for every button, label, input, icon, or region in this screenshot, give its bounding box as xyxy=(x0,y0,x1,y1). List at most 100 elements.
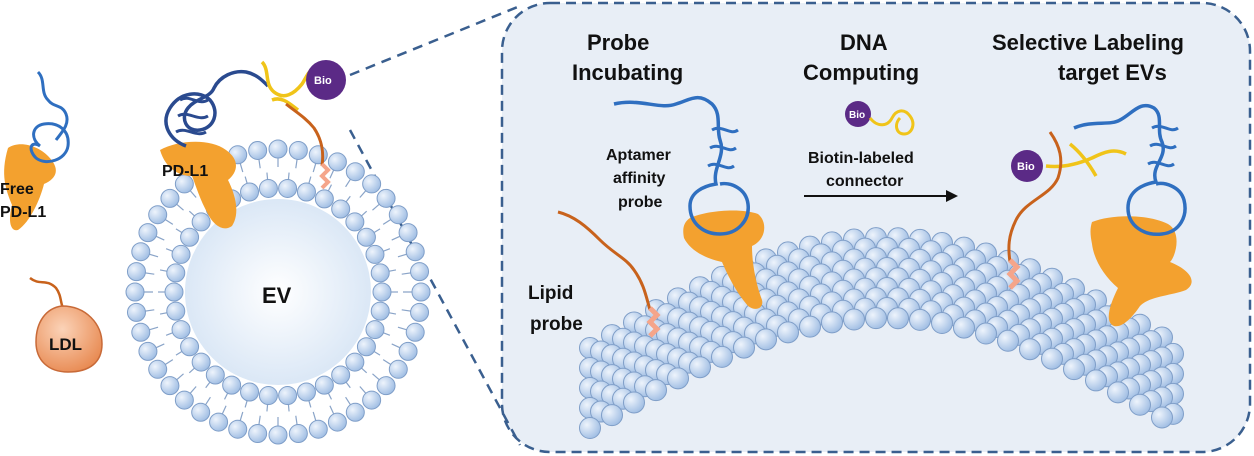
lipid-head xyxy=(131,242,151,262)
lipid-head xyxy=(345,352,365,372)
lipid-head xyxy=(398,223,418,243)
labeled-aptamer xyxy=(1073,103,1187,236)
labeled-lipid-anchor xyxy=(1006,258,1021,290)
lipid-head xyxy=(356,227,376,247)
lipid-head xyxy=(388,205,408,225)
connector-strand xyxy=(868,109,915,136)
step3-title-line2: target EVs xyxy=(1058,60,1167,85)
patch-lipid-head xyxy=(601,404,623,427)
lipid-probe-anchor xyxy=(646,306,661,338)
connector-label-line2: connector xyxy=(826,173,903,190)
aptamer-label-line1: Aptamer xyxy=(606,147,671,164)
lipid-head xyxy=(191,402,211,422)
lipid-head xyxy=(191,212,211,232)
lipid-head xyxy=(362,390,382,410)
lipid-head xyxy=(160,188,180,208)
patch-lipid-head xyxy=(667,367,689,390)
lipid-head xyxy=(345,212,365,232)
aptamer-label-line3: probe xyxy=(618,194,663,211)
lipid-head xyxy=(240,182,260,202)
patch-lipid-head xyxy=(931,312,953,335)
step1-title-line1: Probe xyxy=(587,30,649,55)
ev-aptamer xyxy=(164,69,270,148)
lipid-head xyxy=(240,382,260,402)
lipid-head xyxy=(268,139,288,159)
lipid-head xyxy=(278,178,298,198)
lipid-head xyxy=(228,419,248,439)
connector-biotin xyxy=(845,101,871,127)
step1-title-line2: Incubating xyxy=(572,60,683,85)
lipid-head xyxy=(345,162,365,182)
lipid-head xyxy=(138,341,158,361)
aptamer-probe-strand xyxy=(613,95,750,236)
labeled-biotin-label: Bio xyxy=(1017,161,1035,173)
lipid-head xyxy=(180,337,200,357)
ev-biotin xyxy=(306,60,346,100)
lipid-head xyxy=(372,282,392,302)
free-pdl1-label-line1: Free xyxy=(0,181,34,198)
lipid-head xyxy=(345,402,365,422)
free-pdl1-group: Free PD-L1 xyxy=(0,70,70,231)
lipid-head xyxy=(405,322,425,342)
step2-title-line2: Computing xyxy=(803,60,919,85)
zoom-line-top xyxy=(349,4,521,77)
lipid-head xyxy=(125,282,145,302)
lipid-head xyxy=(126,302,146,322)
patch-lipid-head xyxy=(711,345,733,368)
step2-title-line1: DNA xyxy=(840,30,888,55)
lipid-head xyxy=(356,337,376,357)
lipid-head xyxy=(370,263,390,283)
aptamer-label-line2: affinity xyxy=(613,170,666,187)
ldl-group: LDL xyxy=(29,276,103,373)
lipid-head xyxy=(388,359,408,379)
lipid-head xyxy=(148,205,168,225)
lipid-head xyxy=(258,178,278,198)
free-pdl1-protein xyxy=(4,144,56,231)
lipid-head xyxy=(148,359,168,379)
arrow-right-icon xyxy=(804,190,958,202)
patch-lipid-head xyxy=(733,336,755,359)
patch-lipid-head xyxy=(887,307,909,330)
lipid-head xyxy=(405,242,425,262)
lipid-head xyxy=(314,189,334,209)
lipid-head xyxy=(376,376,396,396)
lipid-head xyxy=(166,301,186,321)
ev-lipid-probe-anchor xyxy=(319,162,331,190)
patch-lipid-head xyxy=(1041,347,1063,370)
ev-lumen xyxy=(185,199,371,385)
lipid-head xyxy=(370,301,390,321)
lipid-head xyxy=(410,302,430,322)
lipid-head xyxy=(327,152,347,172)
patch-lipid-head xyxy=(975,322,997,345)
lipid-head xyxy=(191,352,211,372)
lipid-probe-strand xyxy=(557,210,652,311)
lipid-head xyxy=(171,320,191,340)
step3-title-line1: Selective Labeling xyxy=(992,30,1184,55)
lipid-head xyxy=(288,424,308,444)
lipid-head xyxy=(331,365,351,385)
patch-lipid-head xyxy=(1085,369,1107,392)
lipid-head xyxy=(365,244,385,264)
lipid-head xyxy=(166,263,186,283)
lipid-head xyxy=(411,282,431,302)
lipid-head xyxy=(180,227,200,247)
connector-biotin-label: Bio xyxy=(849,110,865,121)
connector-icon-group: Bio Biotin-labeled connector xyxy=(808,101,915,190)
ldl-label: LDL xyxy=(49,335,82,354)
lipid-head xyxy=(308,145,328,165)
lipid-head xyxy=(131,322,151,342)
lipid-head xyxy=(126,262,146,282)
patch-lipid-head xyxy=(645,379,667,402)
lipid-head xyxy=(174,390,194,410)
lipid-label-line2: probe xyxy=(530,314,583,335)
patch-lipid-head xyxy=(843,308,865,331)
lipid-head xyxy=(376,188,396,208)
lipid-head xyxy=(278,386,298,406)
ldl-particle xyxy=(35,305,103,373)
patch-lipid-head xyxy=(997,329,1019,352)
aptamer-probe-protein xyxy=(683,210,765,309)
free-pdl1-label-line2: PD-L1 xyxy=(0,204,46,221)
lipid-probe-group: Lipid probe xyxy=(528,210,661,338)
patch-lipid-head xyxy=(1019,338,1041,361)
